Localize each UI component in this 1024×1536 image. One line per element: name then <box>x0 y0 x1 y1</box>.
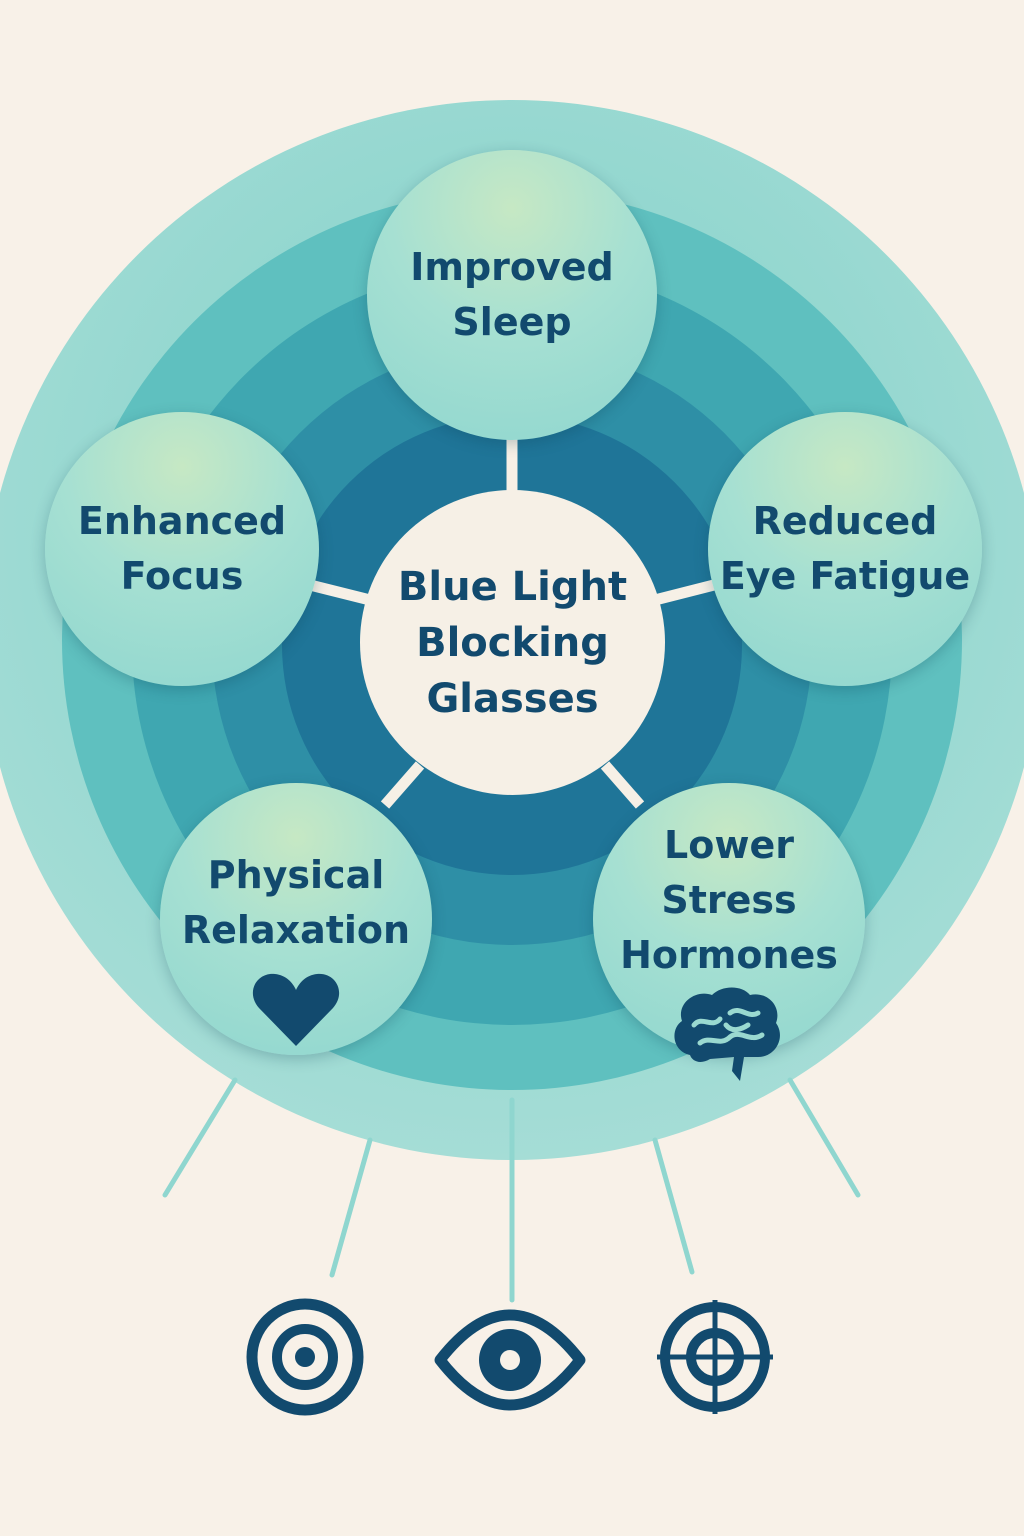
benefit-improved-sleep: Improved Sleep <box>367 150 657 440</box>
bottom-rays <box>162 1077 861 1303</box>
benefit-label: Hormones <box>620 933 838 977</box>
heart-icon <box>252 973 340 1046</box>
benefit-label: Lower <box>664 823 794 867</box>
benefit-label: Physical <box>207 853 385 897</box>
eye-icon <box>434 1309 586 1411</box>
benefit-label: Sleep <box>452 300 572 344</box>
benefit-label: Focus <box>120 554 244 598</box>
central-topic: Blue Light Blocking Glasses <box>360 490 665 795</box>
crosshair-icon <box>657 1300 773 1414</box>
center-label: Blocking <box>416 619 609 666</box>
connectors <box>308 430 716 809</box>
benefit-label: Enhanced <box>77 499 287 543</box>
center-label: Blue Light <box>397 563 628 610</box>
benefit-reduced-eye-fatigue: Reduced Eye Fatigue <box>708 412 982 686</box>
center-label: Glasses <box>426 675 599 722</box>
benefit-label: Stress <box>661 878 797 922</box>
benefit-label: Relaxation <box>181 908 411 952</box>
benefit-physical-relaxation: Physical Relaxation <box>160 783 432 1055</box>
brain-icon <box>674 987 780 1081</box>
target-icon <box>246 1298 364 1416</box>
benefit-label: Eye Fatigue <box>719 554 971 598</box>
benefit-enhanced-focus: Enhanced Focus <box>45 412 319 686</box>
benefit-label: Improved <box>410 245 614 289</box>
benefit-label: Reduced <box>752 499 938 543</box>
